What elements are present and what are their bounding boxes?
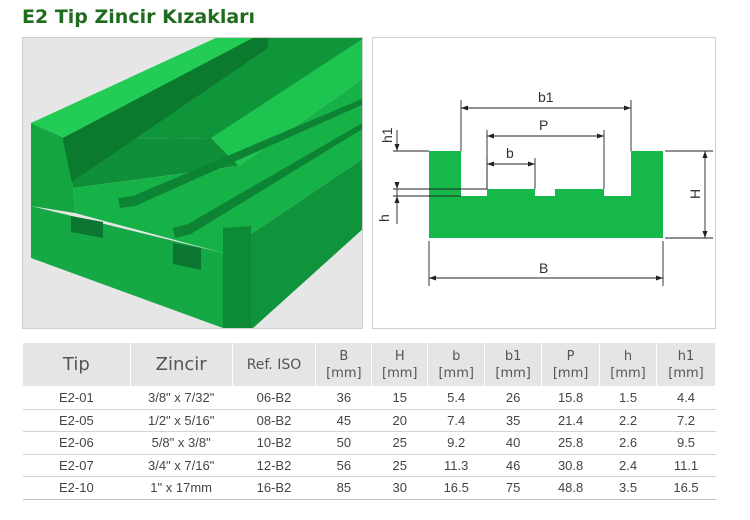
column-header: h[mm] xyxy=(599,342,657,387)
table-row: E2-06 5/8" x 3/8" 10-B2 50 25 9.2 40 25.… xyxy=(22,431,716,455)
column-header: b1[mm] xyxy=(484,342,543,387)
column-header: P[mm] xyxy=(541,342,601,387)
table-cell: 06-B2 xyxy=(232,386,316,410)
table-cell: 46 xyxy=(484,454,542,477)
column-header: Tip xyxy=(22,342,131,387)
table-cell: 85 xyxy=(315,476,372,500)
specification-table: Tip Zincir Ref. ISO B[mm] H[mm] b[mm] b1… xyxy=(22,342,716,500)
dim-label-h: h xyxy=(376,214,392,222)
table-row: E2-07 3/4" x 7/16" 12-B2 56 25 11.3 46 3… xyxy=(22,454,716,477)
table-cell: 26 xyxy=(484,386,542,410)
table-cell: 9.5 xyxy=(656,431,716,455)
table-cell: 16-B2 xyxy=(232,476,316,500)
table-cell: 56 xyxy=(315,454,372,477)
column-header: b[mm] xyxy=(427,342,486,387)
table-cell: 45 xyxy=(315,409,372,432)
product-image-panel xyxy=(22,37,363,329)
table-cell: 11.1 xyxy=(656,454,716,477)
table-cell: 15.8 xyxy=(541,386,600,410)
table-cell: 21.4 xyxy=(541,409,600,432)
table-cell: 35 xyxy=(484,409,542,432)
table-cell: E2-10 xyxy=(22,476,131,500)
table-cell: 50 xyxy=(315,431,372,455)
column-header: h1[mm] xyxy=(656,342,716,387)
table-cell: 1.5 xyxy=(599,386,657,410)
table-cell: E2-06 xyxy=(22,431,131,455)
column-header: H[mm] xyxy=(371,342,429,387)
table-cell: 2.4 xyxy=(599,454,657,477)
table-cell: 3.5 xyxy=(599,476,657,500)
table-cell: E2-05 xyxy=(22,409,131,432)
dim-label-big-h: H xyxy=(687,189,703,199)
table-cell: 16.5 xyxy=(656,476,716,500)
table-cell: 25 xyxy=(371,454,428,477)
table-cell: 16.5 xyxy=(427,476,485,500)
table-cell: 9.2 xyxy=(427,431,485,455)
column-header: B[mm] xyxy=(315,342,373,387)
table-cell: 3/4" x 7/16" xyxy=(130,454,233,477)
profile-3d-image xyxy=(23,38,362,328)
table-cell: 20 xyxy=(371,409,428,432)
table-cell: 7.2 xyxy=(656,409,716,432)
table-cell: E2-07 xyxy=(22,454,131,477)
table-cell: 2.6 xyxy=(599,431,657,455)
table-cell: 4.4 xyxy=(656,386,716,410)
table-cell: 3/8" x 7/32" xyxy=(130,386,233,410)
table-cell: 25.8 xyxy=(541,431,600,455)
dim-label-b: b xyxy=(506,145,514,161)
table-cell: 1" x 17mm xyxy=(130,476,233,500)
column-header: Zincir xyxy=(129,342,233,387)
table-cell: E2-01 xyxy=(22,386,131,410)
table-cell: 1/2" x 5/16" xyxy=(130,409,233,432)
table-cell: 25 xyxy=(371,431,428,455)
table-cell: 10-B2 xyxy=(232,431,316,455)
table-cell: 40 xyxy=(484,431,542,455)
table-row: E2-01 3/8" x 7/32" 06-B2 36 15 5.4 26 15… xyxy=(22,386,716,410)
table-cell: 30 xyxy=(371,476,428,500)
table-cell: 48.8 xyxy=(541,476,600,500)
table-cell: 11.3 xyxy=(427,454,485,477)
table-cell: 30.8 xyxy=(541,454,600,477)
dim-label-b1: b1 xyxy=(538,89,554,105)
table-cell: 7.4 xyxy=(427,409,485,432)
table-cell: 08-B2 xyxy=(232,409,316,432)
table-header-row: Tip Zincir Ref. ISO B[mm] H[mm] b[mm] b1… xyxy=(22,342,716,387)
table-cell: 36 xyxy=(315,386,372,410)
table-cell: 12-B2 xyxy=(232,454,316,477)
table-cell: 5/8" x 3/8" xyxy=(130,431,233,455)
dim-label-big-b: B xyxy=(539,260,548,276)
table-row: E2-10 1" x 17mm 16-B2 85 30 16.5 75 48.8… xyxy=(22,476,716,500)
table-cell: 2.2 xyxy=(599,409,657,432)
cross-section-diagram: b1 P b B H h1 h xyxy=(376,89,713,286)
table-cell: 15 xyxy=(371,386,428,410)
dim-label-p: P xyxy=(539,117,548,133)
technical-drawing-panel: b1 P b B H h1 h xyxy=(372,37,716,329)
page-title: E2 Tip Zincir Kızakları xyxy=(22,6,256,28)
column-header: Ref. ISO xyxy=(231,342,317,387)
table-cell: 5.4 xyxy=(427,386,485,410)
table-row: E2-05 1/2" x 5/16" 08-B2 45 20 7.4 35 21… xyxy=(22,409,716,432)
profile-shape xyxy=(429,151,663,238)
table-cell: 75 xyxy=(484,476,542,500)
dim-label-h1: h1 xyxy=(379,127,395,143)
